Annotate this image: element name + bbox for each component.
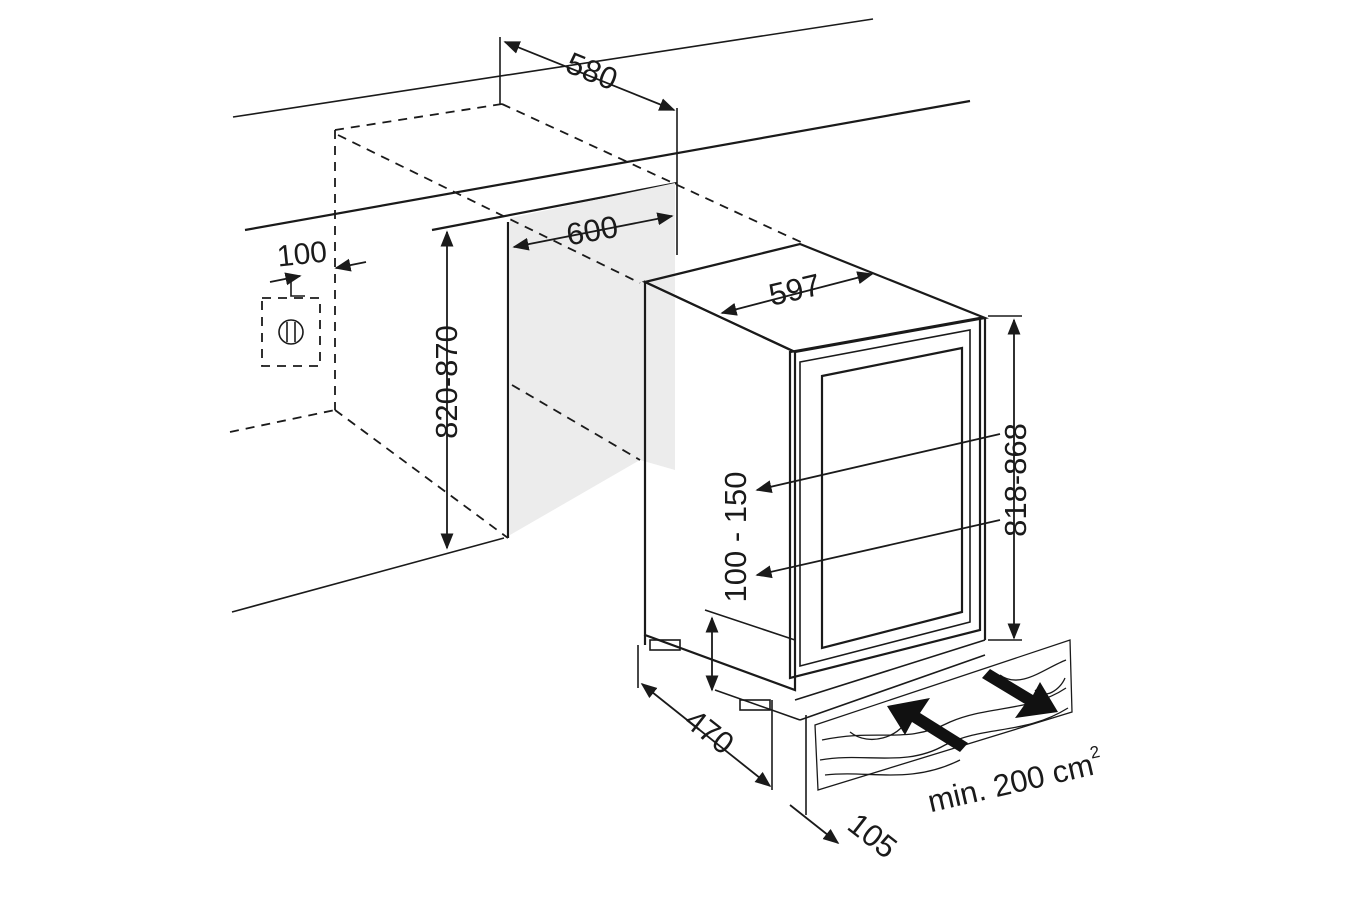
ventilation-label: min. 200 cm2 [924,742,1106,819]
appliance-depth-label: 470 [678,702,740,761]
socket [261,280,321,367]
air-outlet-arrow [982,669,1058,718]
niche-outline [229,103,806,539]
dimension-arrows [269,37,1022,845]
plinth-depth-label: 105 [841,806,903,865]
appliance-width-label: 597 [765,267,823,313]
plinth-height-label: 100 - 150 [718,472,753,603]
niche-depth-label: 580 [561,45,622,97]
svg-text:min. 200 cm2: min. 200 cm2 [924,742,1106,819]
air-inlet-arrow [887,698,968,752]
ventilation-text: min. 200 cm [924,747,1096,819]
appliance-height-label: 818-868 [998,423,1033,537]
ventilation-superscript: 2 [1088,742,1102,763]
socket-offset-label: 100 [275,236,328,274]
glass-door [788,316,982,680]
niche-height-label: 820-870 [429,325,464,439]
appliance-body [641,242,989,721]
